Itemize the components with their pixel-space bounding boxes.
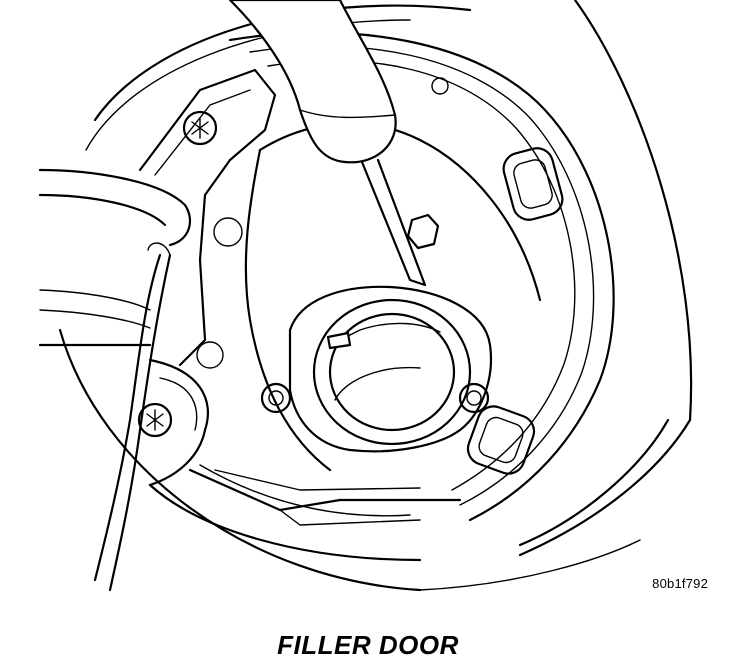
seal-hose [38,168,192,592]
torx-screw-icon [137,110,218,438]
housing-rim [228,31,670,547]
fuel-filler-neck-icon [288,285,493,453]
figure-id-code: 80b1f792 [652,576,708,591]
figure-caption: FILLER DOOR [277,630,459,660]
filler-door-illustration [38,0,693,592]
latch-slots [466,147,564,475]
housing-bowl [148,122,542,562]
mounting-bracket [138,68,449,487]
screwdriver-icon [228,0,427,287]
hex-bolt-icon [260,213,490,414]
body-panel-arcs [58,0,693,592]
